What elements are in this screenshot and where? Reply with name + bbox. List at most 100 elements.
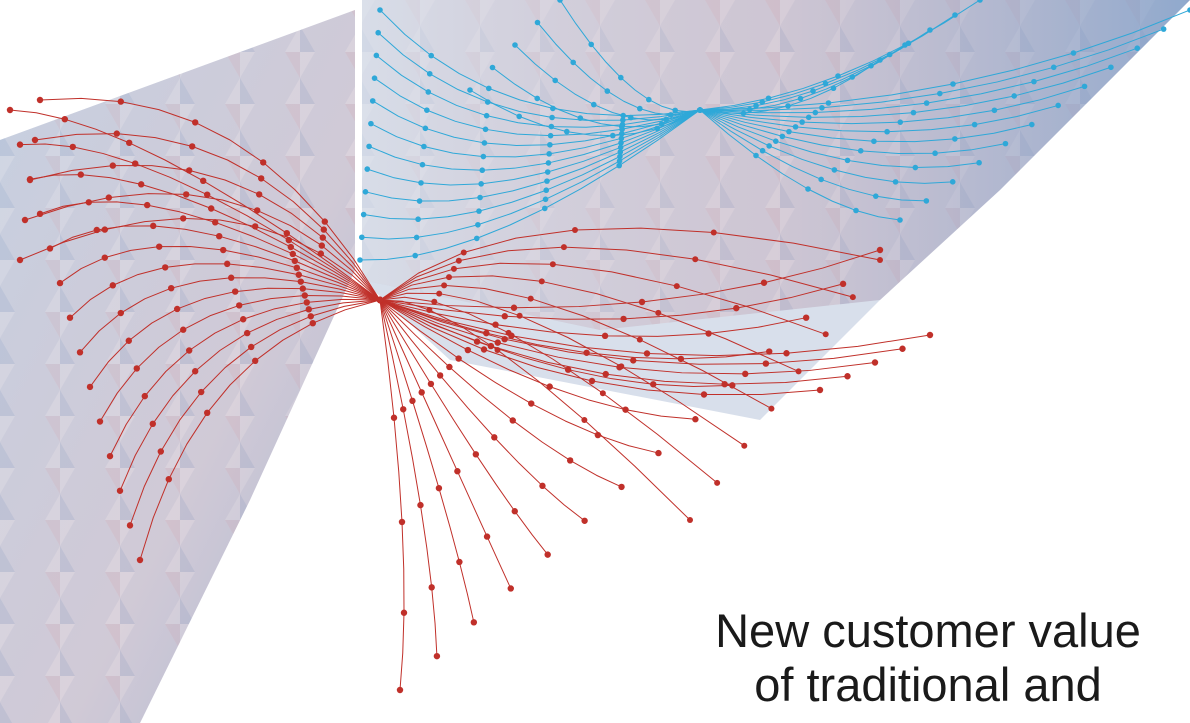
circuit-node	[433, 652, 441, 660]
circuit-node	[1160, 26, 1167, 32]
circuit-node	[564, 128, 570, 135]
circuit-line	[374, 66, 1112, 137]
circuit-node	[692, 416, 699, 423]
circuit-node	[766, 348, 773, 355]
circuit-node	[248, 343, 255, 351]
circuit-node	[186, 347, 193, 354]
circuit-node	[31, 136, 39, 144]
circuit-node	[66, 314, 74, 321]
circuit-node	[475, 221, 481, 228]
circuit-node	[759, 99, 766, 105]
circuit-node	[572, 227, 578, 233]
circuit-node	[297, 278, 304, 285]
circuit-node	[654, 125, 660, 132]
circuit-node	[133, 365, 140, 372]
circuit-node	[417, 501, 424, 509]
circuit-node	[56, 279, 64, 287]
circuit-node	[620, 315, 627, 323]
tagline: New customer value of traditional and	[548, 604, 1190, 712]
circuit-node	[949, 179, 956, 185]
circuit-node	[105, 194, 113, 201]
circuit-line	[377, 28, 1164, 121]
circuit-node	[228, 274, 235, 281]
circuit-node	[162, 264, 169, 271]
circuit-node	[101, 254, 109, 261]
circuit-node	[489, 64, 496, 71]
circuit-node	[258, 175, 265, 182]
circuit-node	[991, 107, 998, 114]
circuit-node	[216, 232, 223, 240]
circuit-node	[742, 370, 749, 378]
circuit-node	[1055, 102, 1061, 109]
circuit-node	[543, 187, 550, 194]
circuit-node	[307, 313, 314, 320]
circuit-line	[361, 109, 927, 240]
circuit-node	[150, 222, 157, 230]
circuit-node	[768, 405, 775, 412]
circuit-node	[844, 157, 851, 164]
circuit-node	[950, 81, 956, 87]
circuit-node	[366, 143, 372, 150]
circuit-node	[192, 119, 199, 126]
circuit-node	[619, 123, 625, 130]
circuit-node	[762, 360, 770, 367]
circuit-line	[24, 193, 848, 385]
circuit-node	[26, 176, 34, 184]
circuit-node	[547, 141, 553, 148]
circuit-node	[740, 110, 747, 117]
circuit-node	[872, 193, 879, 199]
tagline-line-2: of traditional and	[754, 658, 1102, 711]
circuit-node	[138, 181, 145, 188]
circuit-node	[317, 250, 324, 257]
circuit-node	[299, 285, 306, 292]
circuit-node	[805, 186, 811, 192]
circuit-node	[426, 307, 433, 313]
circuit-node	[467, 87, 473, 93]
circuit-node	[697, 107, 703, 113]
circuit-node	[509, 417, 516, 424]
circuit-node	[486, 85, 492, 92]
circuit-node	[168, 284, 175, 292]
circuit-node	[617, 149, 624, 155]
circuit-node	[618, 135, 625, 142]
circuit-node	[601, 332, 609, 340]
circuit-node	[910, 109, 917, 116]
circuit-node	[884, 128, 890, 135]
circuit-node	[512, 42, 518, 48]
circuit-node	[937, 90, 943, 97]
circuit-node	[952, 136, 958, 142]
circuit-node	[637, 105, 643, 112]
circuit-line	[19, 143, 438, 657]
circuit-line	[79, 277, 659, 454]
circuit-node	[6, 106, 14, 114]
circuit-node	[413, 234, 420, 241]
circuit-node	[501, 335, 508, 343]
circuit-node	[189, 143, 196, 150]
circuit-node	[460, 249, 467, 256]
circuit-node	[912, 164, 919, 171]
circuit-node	[421, 143, 427, 150]
circuit-node	[418, 180, 424, 186]
circuit-node	[446, 363, 453, 371]
circuit-node	[427, 380, 435, 388]
circuit-node	[604, 88, 611, 94]
circuit-node	[766, 143, 772, 149]
circuit-node	[494, 347, 501, 353]
circuit-node	[588, 41, 594, 48]
circuit-node	[505, 329, 512, 336]
circuit-node	[825, 100, 832, 106]
circuit-line	[34, 133, 903, 365]
circuit-node	[69, 143, 77, 151]
circuit-line	[119, 299, 807, 491]
circuit-node	[76, 349, 84, 356]
circuit-node	[786, 128, 792, 135]
circuit-node	[805, 114, 812, 121]
circuit-node	[542, 196, 549, 203]
circuit-node	[480, 346, 488, 353]
circuit-node	[303, 299, 310, 306]
circuit-node	[795, 368, 802, 375]
circuit-node	[156, 243, 163, 250]
circuit-node	[687, 517, 693, 523]
circuit-node	[1081, 83, 1088, 90]
